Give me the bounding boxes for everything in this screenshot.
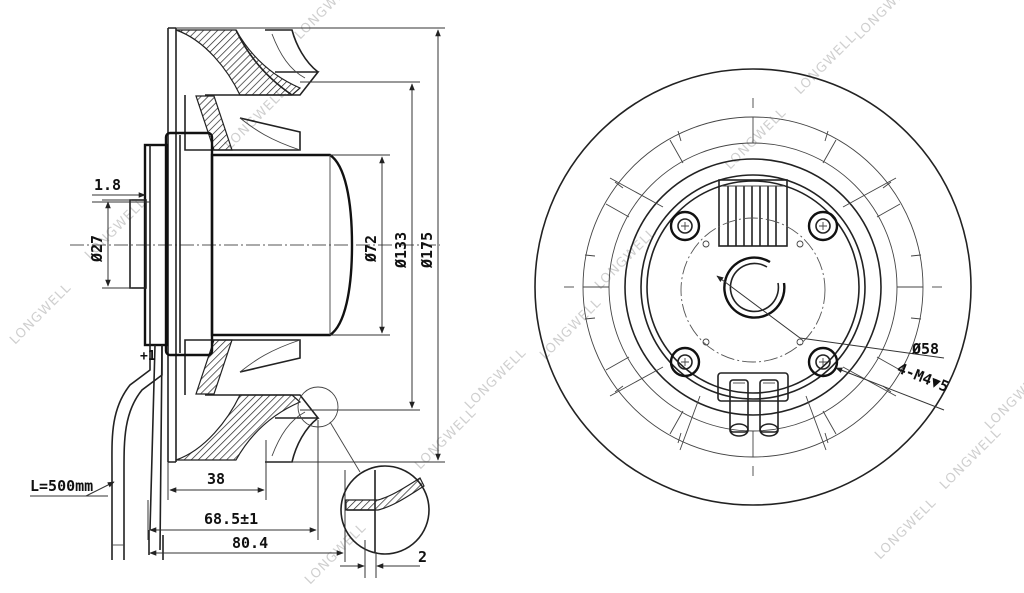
dim-detail-gap-label: 2 [418,548,427,566]
upper-shroud [175,29,320,151]
side-view: +1 1.8 Ø27 Ø72 Ø133 [30,27,445,578]
watermark: LONGWELL [462,345,529,412]
watermark: LONGWELL [292,0,359,43]
motor-ring-core [646,180,860,394]
front-view: Ø58 4-M4▼5 [534,68,972,506]
watermark: LONGWELL [537,295,604,362]
watermark: LONGWELL [7,280,74,347]
detail-view: 2 [340,465,430,578]
motor-ring-inner [640,174,866,400]
dim-lead-label: L=500mm [30,477,93,495]
dim-shaft: Ø27 [88,199,132,289]
dim-thickness-label: 1.8 [94,176,121,194]
watermark: LONGWELL [872,495,939,562]
dim-thickness: 1.8 [92,176,150,203]
dim-shaft-label: Ø27 [88,235,106,263]
dim-hole-circle: Ø58 [716,275,945,359]
dim-inner-label: Ø133 [392,232,410,269]
dim-motor-label: Ø72 [362,235,380,263]
dim-total-depth-label: 80.4 [232,534,268,552]
dim-lead: L=500mm [30,477,115,497]
watermark: LONGWELL [412,405,479,472]
center-clip [723,256,786,319]
dim-hole-circle-label: Ø58 [911,340,939,358]
hole-circle [680,217,826,363]
outer-ring [534,68,972,506]
watermark: LONGWELL [852,0,919,43]
motor-ring-outer [624,158,882,416]
lower-shroud [175,339,320,463]
cable: +1 [111,344,164,560]
dim-motor: Ø72 [330,154,390,336]
watermark: LONGWELL [722,105,789,172]
watermark: LONGWELL [302,520,369,587]
dim-total-depth: 80.4 [149,470,346,562]
dim-outer-label: Ø175 [418,232,436,269]
mounting-screws [669,210,839,378]
dim-impeller-depth-label: 68.5±1 [204,510,258,528]
blade-ticks [564,98,942,476]
detail-marker [297,386,361,473]
dim-outer: Ø175 [176,27,445,463]
watermark: LONGWELL [792,30,859,97]
cable-outlet [717,372,789,437]
watermark: LONGWELL [982,365,1024,432]
blade-outer-ring [582,116,924,458]
dim-impeller-depth: 68.5±1 [147,420,319,540]
cable-label-tiny: +1 [140,349,156,364]
dim-inner: Ø133 [300,81,420,411]
dim-hub-depth: 38 [167,440,267,500]
blade-spokes [609,177,897,451]
rotor-stub [129,143,169,347]
motor [164,131,354,357]
connector [718,179,788,247]
watermark: LONGWELL [937,425,1004,492]
watermark: LONGWELL [592,225,659,292]
dim-screws-label: 4-M4▼5 [895,359,952,396]
dim-hub-depth-label: 38 [207,470,225,488]
